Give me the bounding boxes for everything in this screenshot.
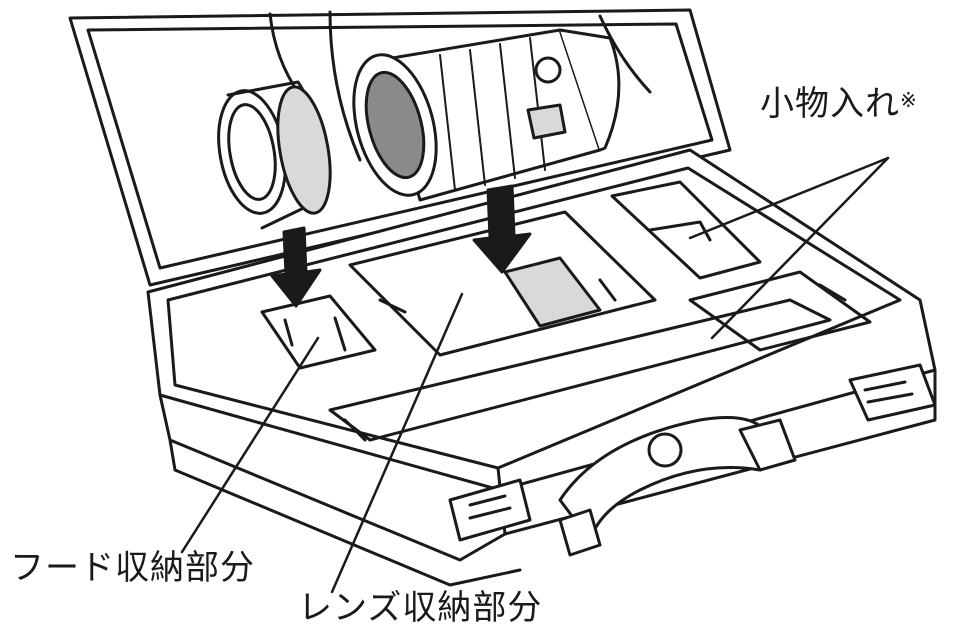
- leader-hood: [180, 336, 320, 554]
- hood-compartment: [260, 294, 377, 370]
- lens-arrow: [472, 184, 532, 274]
- lens-hood: [217, 80, 332, 230]
- leader-lines: [180, 156, 890, 594]
- label-small-items-text: 小物入れ: [760, 84, 900, 124]
- label-small-items: 小物入れ※: [760, 84, 918, 124]
- label-small-items-mark: ※: [900, 88, 918, 112]
- latch-right: [848, 363, 937, 422]
- leader-small-items-1: [688, 156, 890, 240]
- label-lens-storage: レンズ収納部分: [298, 588, 543, 628]
- case-hardware: [448, 363, 937, 557]
- leader-lens: [330, 292, 464, 594]
- insert-arrows: [270, 184, 532, 308]
- small-item-slot-2: [688, 270, 872, 352]
- leader-small-items-2: [710, 156, 890, 340]
- hood-arrow: [270, 226, 322, 308]
- foam-insert: [260, 180, 872, 442]
- lens: [352, 28, 621, 202]
- hinge-knob: [647, 432, 683, 468]
- small-item-slot-1: [610, 180, 762, 280]
- latch-left: [448, 478, 532, 542]
- label-hood-storage: フード収納部分: [10, 548, 255, 588]
